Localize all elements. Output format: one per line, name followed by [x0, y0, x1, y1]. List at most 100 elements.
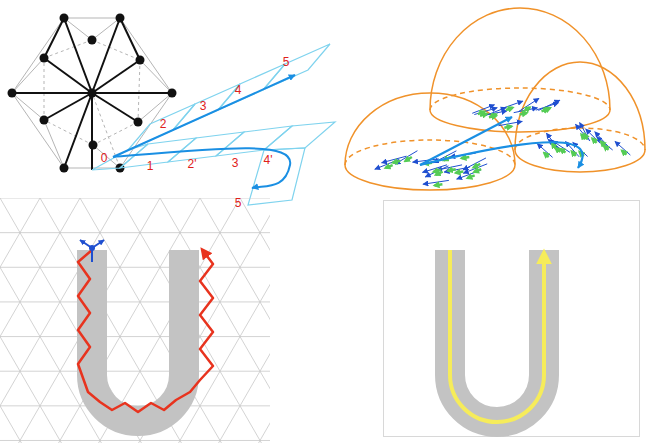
lattice-bond: [120, 18, 140, 60]
field-vector: [580, 123, 590, 141]
grid-line: [0, 198, 70, 443]
hemisphere-base-hidden: [430, 88, 610, 110]
lattice-edge-hidden: [44, 58, 45, 120]
lattice-site: [60, 164, 69, 173]
projected-vector: [552, 144, 556, 149]
grid-line: [0, 440, 270, 441]
lattice-bond: [92, 92, 172, 94]
lattice-site: [40, 54, 49, 63]
lattice-site: [8, 89, 17, 98]
lattice-site: [89, 141, 98, 150]
lattice-edge: [64, 18, 120, 19]
projected-vector: [393, 161, 400, 163]
callout-number: 3: [232, 157, 239, 169]
field-vector: [472, 105, 494, 114]
callout-number: 4: [235, 84, 242, 96]
grid-line: [0, 301, 270, 302]
hemisphere-base: [515, 150, 645, 172]
field-vector: [514, 108, 538, 113]
grid-line: [0, 371, 270, 372]
triangle-grid: [0, 198, 270, 443]
tile-cell: [264, 122, 335, 150]
projected-vector: [490, 114, 497, 117]
field-vector: [538, 100, 559, 110]
field-vector: [444, 167, 470, 172]
lattice-edge-hidden: [138, 60, 140, 122]
projected-vector: [555, 148, 560, 152]
tripod-dot: [89, 245, 95, 251]
projected-vector: [622, 151, 627, 155]
grid-line: [240, 198, 270, 443]
u-shape: [450, 250, 544, 422]
grid-line: [90, 198, 240, 443]
field-vector: [423, 180, 449, 184]
lattice-graph: [8, 14, 177, 173]
lattice-edge: [138, 93, 172, 122]
projected-vector: [506, 108, 513, 110]
lattice-site: [60, 14, 69, 23]
u-shape: [92, 250, 184, 421]
tile-cell: [173, 84, 240, 130]
tile-cell: [248, 148, 305, 205]
lattice-bond: [92, 93, 138, 122]
lattice-bond: [12, 92, 92, 94]
projected-vector: [462, 157, 470, 158]
projected-vector: [478, 112, 485, 115]
lattice-site: [116, 14, 125, 23]
callout-number: 1: [147, 160, 154, 172]
projected-vector: [435, 184, 443, 185]
lattice-bond: [92, 18, 120, 93]
straight-arrow: [420, 117, 512, 165]
grid-line: [210, 198, 270, 443]
lattice-edge-hidden: [93, 122, 138, 145]
lattice-site: [88, 89, 97, 98]
projected-vector: [386, 165, 393, 168]
hemisphere-outline: [515, 62, 645, 150]
grid-line: [200, 198, 270, 443]
callout-number: 3: [200, 100, 207, 112]
grid-line: [0, 198, 40, 443]
hemisphere-group: [345, 8, 645, 190]
lattice-edge: [12, 93, 44, 120]
grid-line: [250, 198, 270, 443]
callout-number: 5: [283, 56, 290, 68]
lattice-bond: [92, 60, 140, 93]
curved-arrow: [420, 142, 583, 168]
lattice-edge: [44, 120, 64, 168]
lattice-edge: [12, 93, 64, 168]
lattice-site: [40, 116, 49, 125]
hemisphere-base-hidden: [345, 140, 515, 165]
lattice-edge: [12, 18, 64, 93]
callout-number: 2: [160, 118, 167, 130]
lattice-site: [134, 118, 143, 127]
zigzag-path: [78, 250, 213, 412]
projected-vector: [524, 107, 530, 111]
lattice-site: [136, 56, 145, 65]
straight-arrow: [113, 75, 295, 157]
tile-strip: [92, 44, 335, 205]
direction-tripod: [80, 240, 104, 262]
tile-cell: [128, 104, 195, 150]
projected-vector: [592, 138, 596, 142]
field-vector: [597, 137, 613, 150]
field-vector: [537, 144, 552, 158]
vector-field: [375, 98, 631, 185]
projected-vector: [604, 146, 609, 150]
projected-vector: [436, 172, 443, 175]
projected-vector: [504, 126, 511, 127]
lattice-edge-hidden: [44, 120, 93, 145]
projected-vector: [520, 113, 527, 114]
lattice-bond: [44, 93, 92, 120]
hemisphere-base-hidden: [515, 128, 645, 150]
tile-cell: [263, 44, 330, 90]
projected-vector: [473, 164, 480, 168]
field-vector: [586, 129, 601, 143]
panel-frame: [384, 201, 640, 437]
projected-vector: [584, 134, 587, 140]
lattice-edge: [12, 58, 44, 93]
callout-number: 4': [264, 154, 273, 166]
lattice-bond: [44, 18, 64, 58]
lattice-edge: [120, 18, 140, 60]
lattice-edge: [120, 18, 172, 93]
